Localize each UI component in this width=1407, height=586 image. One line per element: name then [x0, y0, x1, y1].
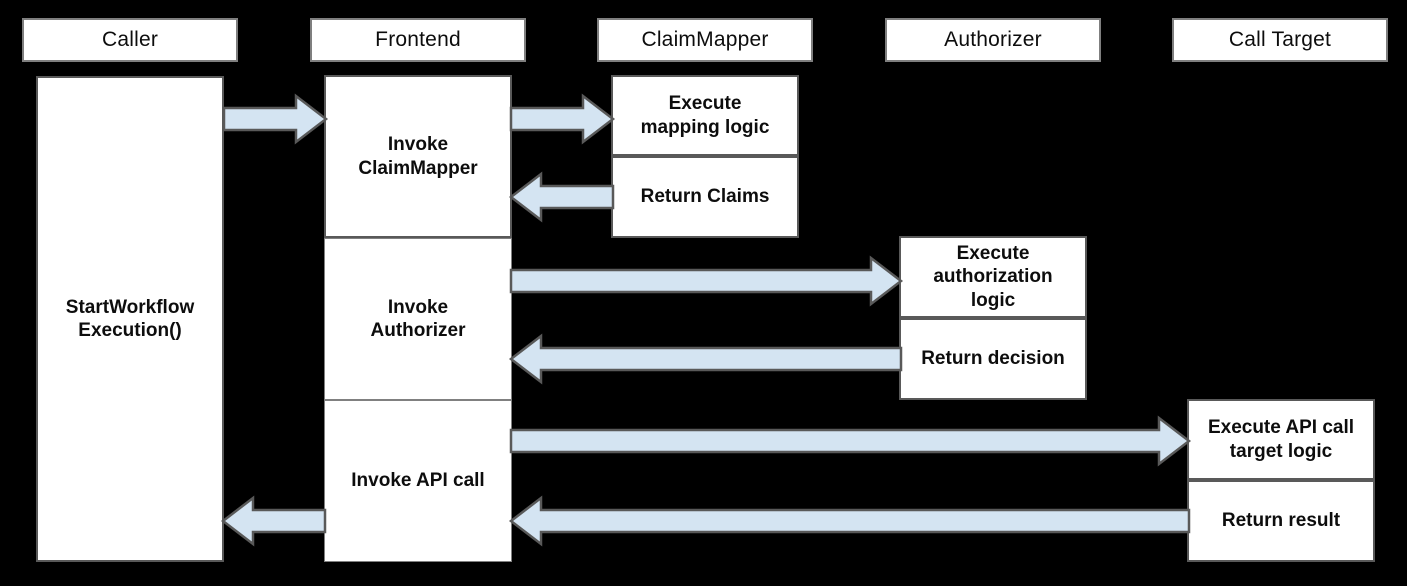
lifeline-header-claimmapper-label: ClaimMapper — [641, 28, 769, 51]
message-arrow-frontend-to-calltarget[interactable] — [509, 415, 1192, 467]
message-arrow-frontend-to-caller[interactable] — [220, 495, 327, 547]
message-arrow-caller-to-frontend[interactable] — [222, 93, 329, 145]
message-arrow-frontend-to-claimmapper[interactable] — [509, 93, 616, 145]
lifeline-header-claimmapper[interactable]: ClaimMapper — [597, 18, 813, 62]
message-arrow-claimmapper-to-frontend[interactable] — [508, 171, 615, 223]
activation-calltarget-return-result[interactable]: Return result — [1187, 480, 1375, 562]
activation-frontend-invoke-api-call-label: Invoke API call — [351, 470, 485, 492]
activation-claimmapper-return-claims[interactable]: Return Claims — [611, 156, 799, 238]
lifeline-header-calltarget[interactable]: Call Target — [1172, 18, 1388, 62]
activation-authorizer-return-decision-label: Return decision — [921, 348, 1065, 370]
lifeline-header-authorizer[interactable]: Authorizer — [885, 18, 1101, 62]
lifeline-header-calltarget-label: Call Target — [1228, 28, 1332, 51]
activation-claimmapper-return-claims-label: Return Claims — [640, 186, 770, 208]
message-arrow-frontend-to-authorizer[interactable] — [509, 255, 904, 307]
lifeline-header-caller-label: Caller — [101, 28, 159, 51]
activation-authorizer-return-decision[interactable]: Return decision — [899, 318, 1087, 400]
message-arrow-calltarget-to-frontend[interactable] — [508, 495, 1191, 547]
activation-calltarget-return-result-label: Return result — [1221, 510, 1341, 532]
lifeline-header-frontend[interactable]: Frontend — [310, 18, 526, 62]
lifeline-header-authorizer-label: Authorizer — [944, 28, 1042, 51]
message-arrow-authorizer-to-frontend[interactable] — [508, 333, 903, 385]
activation-frontend-invoke-api-call[interactable]: Invoke API call — [324, 400, 512, 562]
lifeline-header-frontend-label: Frontend — [375, 28, 461, 51]
lifeline-header-caller[interactable]: Caller — [22, 18, 238, 62]
